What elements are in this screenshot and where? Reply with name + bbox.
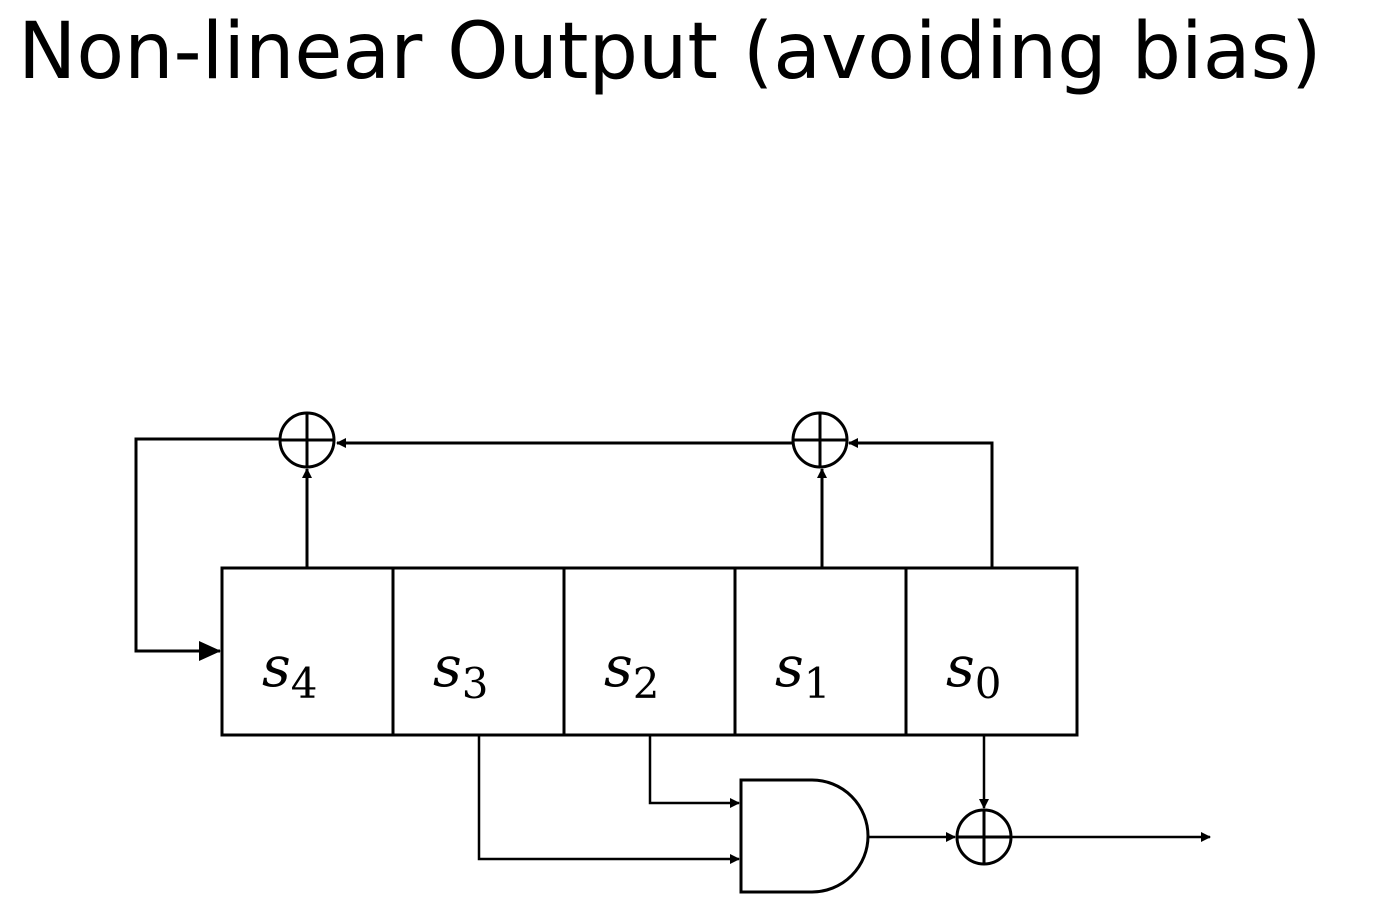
feedback-wires bbox=[134, 437, 994, 661]
register-cell-s3 bbox=[391, 566, 566, 737]
wire-s2-to-and bbox=[648, 735, 740, 808]
xor-gate-output bbox=[955, 808, 1013, 866]
xor-gate-right bbox=[791, 411, 849, 469]
cell-label-s3: s3 bbox=[433, 635, 488, 708]
slide-title: Non-linear Output (avoiding bias) bbox=[18, 7, 1322, 97]
cell-label-s4: s4 bbox=[262, 635, 317, 708]
cell-label-s1: s1 bbox=[775, 635, 830, 708]
cell-label-s2: s2 bbox=[604, 635, 659, 708]
and-gate bbox=[739, 778, 870, 894]
register-cell-s1 bbox=[733, 566, 908, 737]
wire-feedback-to-s4 bbox=[134, 437, 280, 661]
register-cell-s4 bbox=[220, 566, 395, 737]
xor-gate-left bbox=[278, 411, 336, 469]
wire-s0-to-xor bbox=[848, 438, 994, 568]
register-cell-s0 bbox=[904, 566, 1079, 737]
wire-s3-to-and bbox=[477, 735, 740, 864]
cell-label-s0: s0 bbox=[946, 635, 1001, 708]
register-cell-s2 bbox=[562, 566, 737, 737]
output-wires bbox=[477, 735, 1211, 864]
